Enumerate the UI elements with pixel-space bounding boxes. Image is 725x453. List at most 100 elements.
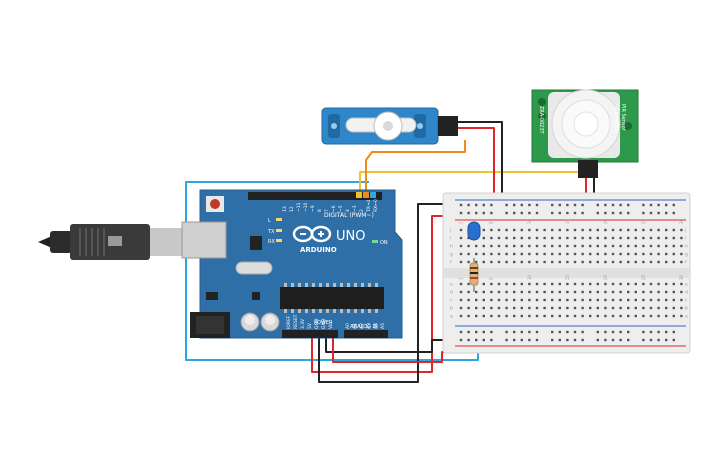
breadboard-hole[interactable] [467, 244, 470, 248]
breadboard-hole[interactable] [642, 228, 645, 232]
breadboard-hole[interactable] [551, 236, 554, 240]
breadboard-hole[interactable] [611, 236, 615, 240]
breadboard-hole[interactable] [589, 282, 592, 286]
breadboard-hole[interactable] [497, 290, 501, 294]
breadboard-hole[interactable] [672, 228, 675, 232]
breadboard-hole[interactable] [649, 244, 653, 248]
breadboard-hole[interactable] [513, 282, 516, 286]
breadboard-hole[interactable] [589, 306, 592, 310]
resistor[interactable] [469, 258, 479, 292]
wire-red-5v[interactable] [311, 215, 456, 373]
breadboard-rail-hole[interactable] [520, 330, 523, 334]
breadboard-hole[interactable] [604, 306, 607, 310]
breadboard-rail-hole[interactable] [665, 203, 668, 207]
breadboard-hole[interactable] [558, 314, 561, 318]
breadboard-hole[interactable] [657, 228, 660, 232]
breadboard-rail-hole[interactable] [528, 338, 531, 342]
breadboard-hole[interactable] [642, 236, 645, 240]
breadboard-hole[interactable] [528, 298, 531, 302]
reset-button-cap[interactable] [210, 199, 220, 209]
breadboard-hole[interactable] [619, 228, 622, 232]
breadboard-hole[interactable] [459, 236, 463, 240]
breadboard-hole[interactable] [520, 244, 523, 248]
breadboard-rail-hole[interactable] [573, 203, 577, 207]
breadboard-hole[interactable] [604, 260, 607, 264]
breadboard-rail-hole[interactable] [642, 330, 645, 334]
breadboard-rail-hole[interactable] [657, 203, 660, 207]
breadboard-hole[interactable] [551, 314, 554, 318]
breadboard-rail-hole[interactable] [649, 330, 653, 334]
breadboard-hole[interactable] [566, 260, 569, 264]
breadboard-hole[interactable] [680, 252, 683, 256]
breadboard-hole[interactable] [634, 236, 637, 240]
breadboard-rail-hole[interactable] [573, 211, 577, 215]
breadboard-hole[interactable] [505, 314, 508, 318]
breadboard-rail-hole[interactable] [505, 211, 508, 215]
breadboard-hole[interactable] [535, 244, 539, 248]
breadboard-rail-hole[interactable] [459, 203, 463, 207]
breadboard-hole[interactable] [657, 314, 660, 318]
breadboard-hole[interactable] [642, 260, 645, 264]
breadboard-hole[interactable] [619, 244, 622, 248]
breadboard-rail-hole[interactable] [649, 211, 653, 215]
breadboard-hole[interactable] [467, 306, 470, 310]
breadboard-hole[interactable] [535, 298, 539, 302]
breadboard-rail-hole[interactable] [475, 211, 478, 215]
breadboard-hole[interactable] [528, 260, 531, 264]
breadboard-hole[interactable] [581, 314, 584, 318]
breadboard-hole[interactable] [482, 244, 485, 248]
breadboard-hole[interactable] [490, 228, 493, 232]
breadboard-hole[interactable] [672, 314, 675, 318]
breadboard-rail-hole[interactable] [490, 338, 493, 342]
breadboard-rail-hole[interactable] [672, 330, 675, 334]
breadboard-hole[interactable] [543, 252, 546, 256]
breadboard-hole[interactable] [665, 282, 668, 286]
breadboard-hole[interactable] [535, 252, 539, 256]
breadboard-hole[interactable] [497, 314, 501, 318]
breadboard-hole[interactable] [649, 282, 653, 286]
breadboard-hole[interactable] [589, 236, 592, 240]
breadboard-hole[interactable] [672, 260, 675, 264]
breadboard-rail-hole[interactable] [619, 203, 622, 207]
breadboard-hole[interactable] [627, 252, 630, 256]
breadboard-hole[interactable] [581, 282, 584, 286]
breadboard-hole[interactable] [657, 260, 660, 264]
breadboard-hole[interactable] [520, 236, 523, 240]
breadboard-hole[interactable] [596, 314, 599, 318]
breadboard-hole[interactable] [459, 244, 463, 248]
breadboard-rail-hole[interactable] [490, 203, 493, 207]
breadboard-hole[interactable] [680, 306, 683, 310]
breadboard-rail-hole[interactable] [459, 330, 463, 334]
breadboard-hole[interactable] [490, 306, 493, 310]
breadboard-rail-hole[interactable] [467, 338, 470, 342]
breadboard-hole[interactable] [467, 298, 470, 302]
breadboard-hole[interactable] [543, 260, 546, 264]
breadboard-hole[interactable] [528, 236, 531, 240]
breadboard-hole[interactable] [589, 314, 592, 318]
breadboard-hole[interactable] [581, 228, 584, 232]
breadboard-hole[interactable] [680, 282, 683, 286]
breadboard-rail-hole[interactable] [459, 211, 463, 215]
breadboard-hole[interactable] [680, 228, 683, 232]
breadboard-rail-hole[interactable] [467, 211, 470, 215]
breadboard-hole[interactable] [627, 236, 630, 240]
breadboard-hole[interactable] [459, 290, 463, 294]
breadboard-hole[interactable] [604, 298, 607, 302]
breadboard-hole[interactable] [672, 252, 675, 256]
breadboard-hole[interactable] [513, 228, 516, 232]
breadboard-hole[interactable] [649, 306, 653, 310]
breadboard-hole[interactable] [566, 252, 569, 256]
breadboard-hole[interactable] [665, 290, 668, 294]
breadboard-hole[interactable] [627, 260, 630, 264]
breadboard-rail-hole[interactable] [665, 330, 668, 334]
breadboard-hole[interactable] [627, 228, 630, 232]
breadboard-rail-hole[interactable] [558, 338, 561, 342]
breadboard-hole[interactable] [513, 298, 516, 302]
breadboard-hole[interactable] [573, 290, 577, 294]
breadboard-hole[interactable] [535, 282, 539, 286]
breadboard-rail-hole[interactable] [596, 203, 599, 207]
breadboard-hole[interactable] [604, 290, 607, 294]
breadboard-rail-hole[interactable] [627, 338, 630, 342]
breadboard-hole[interactable] [551, 252, 554, 256]
